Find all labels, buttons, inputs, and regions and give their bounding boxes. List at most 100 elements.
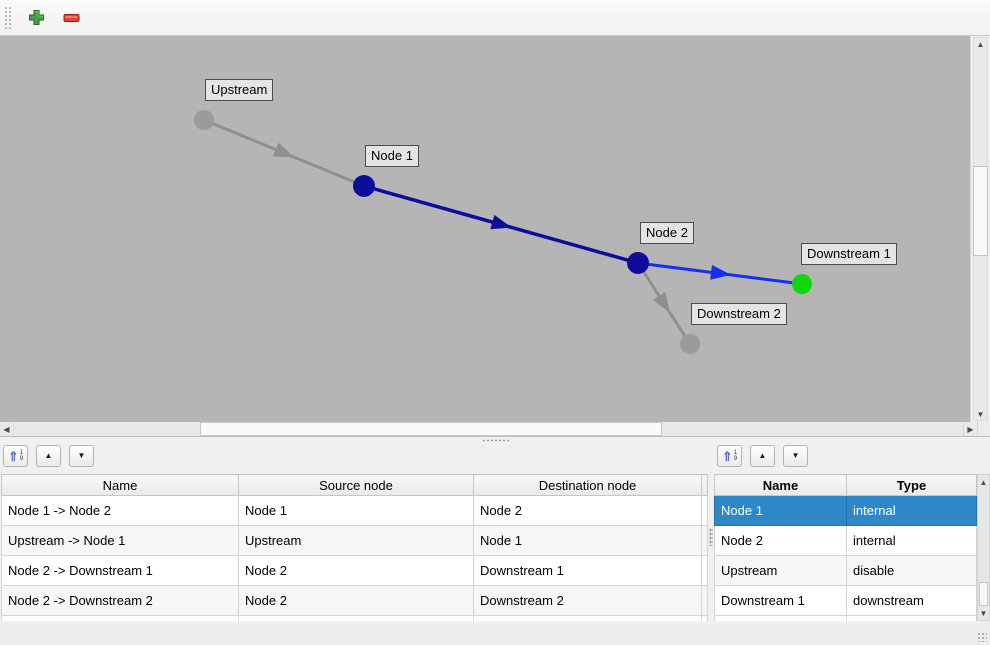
- scroll-up-icon[interactable]: ▲: [976, 39, 985, 49]
- node-label-upstream[interactable]: Upstream: [205, 79, 274, 101]
- edges-col-source[interactable]: Source node: [238, 474, 474, 496]
- edges-table-wrap: Name Source node Destination node Node 1…: [0, 474, 708, 621]
- nodes-move-up-button[interactable]: ▲: [750, 445, 775, 467]
- nodes-header-row: Name Type: [714, 474, 977, 496]
- edge-destination-cell[interactable]: Node 1: [473, 525, 702, 556]
- scroll-down-icon[interactable]: ▼: [979, 608, 988, 618]
- node-name-cell[interactable]: Node 1: [714, 495, 847, 526]
- nodes-col-type[interactable]: Type: [846, 474, 977, 496]
- node-type-cell[interactable]: internal: [846, 525, 977, 556]
- scroll-right-icon[interactable]: ▶: [963, 422, 977, 436]
- scrollbar-corner: [977, 422, 990, 436]
- edge-arrow-icon: [490, 214, 512, 230]
- move-down-icon: ▼: [791, 451, 800, 460]
- graph-node-node2[interactable]: [627, 252, 649, 274]
- edges-col-destination[interactable]: Destination node: [473, 474, 702, 496]
- toolbar-drag-handle[interactable]: [3, 4, 11, 31]
- node-type-cell[interactable]: internal: [846, 495, 977, 526]
- add-button[interactable]: [23, 5, 49, 31]
- edge-destination-cell[interactable]: Downstream 1: [473, 555, 702, 586]
- graph-svg: [194, 110, 812, 354]
- move-up-icon: ▲: [44, 451, 53, 460]
- edge-source-cell[interactable]: Node 1: [238, 495, 474, 526]
- edge-destination-cell[interactable]: Downstream 2: [473, 585, 702, 616]
- nodes-move-down-button[interactable]: ▼: [783, 445, 808, 467]
- edges-header-row: Name Source node Destination node: [1, 474, 708, 496]
- edge-arrow-icon: [710, 264, 731, 280]
- node-label-downstream2[interactable]: Downstream 2: [691, 303, 787, 325]
- node-type-cell[interactable]: disable: [846, 555, 977, 586]
- horizontal-splitter[interactable]: [0, 437, 990, 444]
- splitter-grip-icon: [709, 528, 714, 546]
- scroll-up-icon[interactable]: ▲: [979, 477, 988, 487]
- graph-node-upstream[interactable]: [194, 110, 214, 130]
- edge-source-cell[interactable]: Upstream: [238, 525, 474, 556]
- canvas-vertical-scrollbar[interactable]: ▲ ▼: [970, 36, 990, 422]
- scroll-left-icon[interactable]: ◀: [0, 422, 14, 436]
- node-row[interactable]: Downstream 1 downstream: [714, 585, 977, 616]
- remove-button[interactable]: [58, 5, 84, 31]
- main-toolbar: [0, 0, 990, 36]
- graph-node-node1[interactable]: [353, 175, 375, 197]
- edges-move-down-button[interactable]: ▼: [69, 445, 94, 467]
- node-label-node1[interactable]: Node 1: [365, 145, 419, 167]
- hscroll-thumb[interactable]: [200, 422, 662, 436]
- resize-grip-icon[interactable]: [977, 632, 987, 642]
- edges-table: Name Source node Destination node Node 1…: [1, 474, 708, 621]
- node-row[interactable]: Node 1 internal: [714, 495, 977, 526]
- scroll-down-icon[interactable]: ▼: [976, 409, 985, 419]
- edge-name-cell[interactable]: Node 2 -> Downstream 2: [1, 585, 239, 616]
- nodes-table-area: Name Type Node 1 internal Node 2 interna…: [714, 474, 990, 625]
- edge-source-cell[interactable]: Node 2: [238, 555, 474, 586]
- move-up-icon: ▲: [758, 451, 767, 460]
- edge-name-cell[interactable]: Upstream -> Node 1: [1, 525, 239, 556]
- canvas-horizontal-scrollbar[interactable]: ◀ ▶: [0, 422, 990, 437]
- node-label-node2[interactable]: Node 2: [640, 222, 694, 244]
- edge-arrow-icon: [652, 291, 670, 313]
- hscroll-track[interactable]: [14, 422, 963, 436]
- nodes-col-name[interactable]: Name: [714, 474, 847, 496]
- node-name-cell[interactable]: Upstream: [714, 555, 847, 586]
- node-row[interactable]: Node 2 internal: [714, 525, 977, 556]
- edge-row[interactable]: Node 1 -> Node 2 Node 1 Node 2: [1, 495, 708, 526]
- add-plus-icon: [28, 10, 44, 25]
- edge-row[interactable]: Node 2 -> Downstream 1 Node 2 Downstream…: [1, 555, 708, 586]
- vscroll-thumb[interactable]: [973, 166, 988, 256]
- edge-source-cell[interactable]: Node 2: [238, 585, 474, 616]
- nodes-table-scrollbar[interactable]: ▲ ▼: [977, 474, 990, 621]
- edge-destination-cell[interactable]: Node 2: [473, 495, 702, 526]
- node-type-cell[interactable]: downstream: [846, 585, 977, 616]
- edge-name-cell[interactable]: Node 2 -> Downstream 1: [1, 555, 239, 586]
- vertical-splitter[interactable]: [708, 444, 714, 625]
- nodes-table: Name Type Node 1 internal Node 2 interna…: [714, 474, 977, 621]
- nodes-filler-row: [714, 615, 977, 621]
- graph-node-downstream1[interactable]: [792, 274, 812, 294]
- edge-row[interactable]: Node 2 -> Downstream 2 Node 2 Downstream…: [1, 585, 708, 616]
- status-bar: [0, 625, 990, 645]
- edge-name-cell[interactable]: Node 1 -> Node 2: [1, 495, 239, 526]
- edge-row[interactable]: Upstream -> Node 1 Upstream Node 1: [1, 525, 708, 556]
- node-label-downstream1[interactable]: Downstream 1: [801, 243, 897, 265]
- node-name-cell[interactable]: Node 2: [714, 525, 847, 556]
- graph-node-downstream2[interactable]: [680, 334, 700, 354]
- node-row[interactable]: Upstream disable: [714, 555, 977, 586]
- edge-arrow-icon: [272, 142, 295, 158]
- nodes-scroll-thumb[interactable]: [979, 582, 988, 606]
- edges-col-name[interactable]: Name: [1, 474, 239, 496]
- edges-move-up-button[interactable]: ▲: [36, 445, 61, 467]
- edges-col-filler: [701, 474, 708, 496]
- move-down-icon: ▼: [77, 451, 86, 460]
- node-name-cell[interactable]: Downstream 1: [714, 585, 847, 616]
- nodes-table-wrap: Name Type Node 1 internal Node 2 interna…: [714, 474, 977, 621]
